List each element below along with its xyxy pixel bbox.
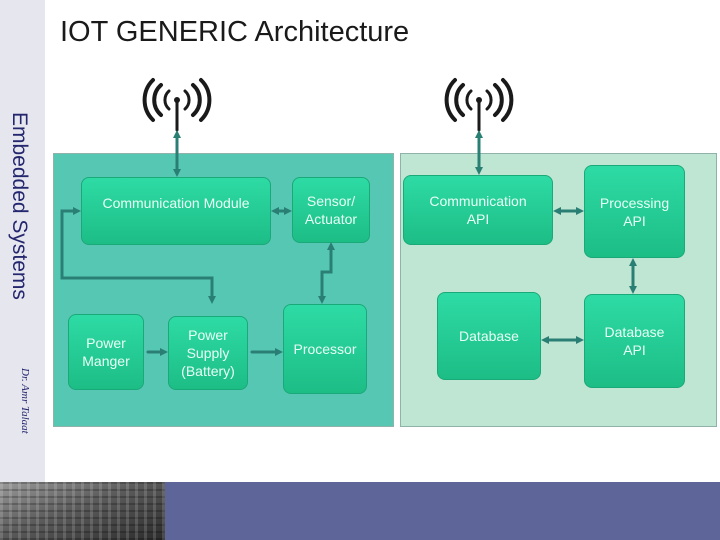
power-supply-node: Power Supply (Battery) — [168, 316, 248, 390]
footer-bar — [165, 482, 720, 540]
sensor-processor-link — [318, 242, 335, 304]
author-name: Dr. Amr Talaat — [19, 368, 31, 434]
antenna-icon — [142, 78, 212, 132]
page-title: IOT GENERIC Architecture — [60, 16, 410, 48]
sidebar: Embedded Systems Dr. Amr Talaat — [0, 0, 45, 482]
processor-node: Processor — [283, 304, 367, 394]
sensor-actuator-node: Sensor/ Actuator — [292, 177, 370, 243]
processing-api-node: Processing API — [584, 165, 685, 258]
circuit-board-image — [0, 482, 165, 540]
power-manager-node: Power Manger — [68, 314, 144, 390]
module-processor-link — [60, 207, 216, 304]
sidebar-title: Embedded Systems — [8, 112, 31, 300]
antenna-icon — [444, 78, 514, 132]
database-api-node: Database API — [584, 294, 685, 388]
database-node: Database — [437, 292, 541, 380]
communication-api-node: Communication API — [403, 175, 553, 245]
